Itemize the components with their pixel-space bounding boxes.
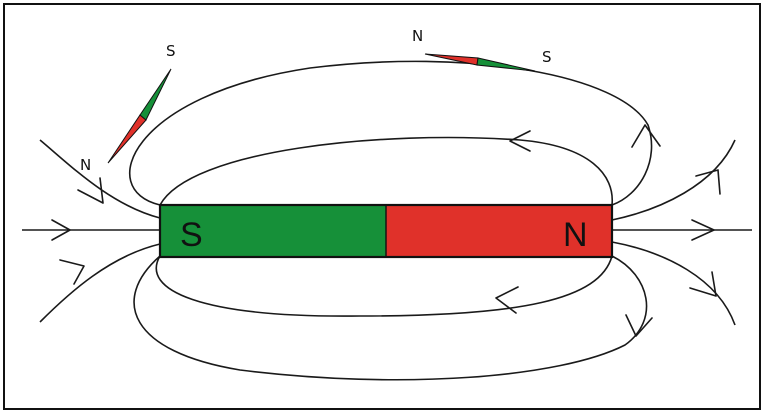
arrow-axis-right bbox=[691, 219, 715, 241]
field-arrows bbox=[51, 124, 721, 337]
arrow-left-upper bbox=[77, 177, 104, 204]
compass-needle-top: N S bbox=[412, 27, 552, 72]
magnet-north-label: N bbox=[563, 216, 588, 254]
arrow-right-upper bbox=[695, 169, 721, 195]
field-line-inner-top bbox=[159, 136, 613, 206]
magnet-south-label: S bbox=[180, 216, 203, 254]
field-line-left-lower bbox=[39, 243, 161, 323]
compass-left-green-half bbox=[139, 68, 172, 121]
arrow-outer-top-right bbox=[631, 124, 661, 148]
field-line-outer-top bbox=[128, 60, 653, 206]
field-line-left-upper bbox=[39, 139, 161, 219]
magnet-north-half bbox=[386, 205, 612, 257]
field-line-inner-bottom bbox=[155, 255, 613, 317]
arrow-axis-left bbox=[51, 219, 71, 241]
arrow-inner-top bbox=[509, 130, 531, 152]
field-line-outer-bottom bbox=[133, 255, 648, 381]
arrow-inner-bottom bbox=[495, 286, 519, 314]
field-line-right-lower bbox=[611, 241, 736, 326]
compass-top-green-half bbox=[476, 57, 536, 72]
magnet-south-half bbox=[160, 205, 386, 257]
compass-needle-left: N S bbox=[80, 42, 176, 174]
arrow-right-lower bbox=[689, 271, 717, 297]
arrow-left-lower bbox=[59, 259, 85, 285]
bar-magnet: S N bbox=[158, 203, 614, 259]
compass-top-north-label: N bbox=[412, 27, 423, 45]
arrow-outer-bottom-right bbox=[625, 314, 653, 337]
compass-top-south-label: S bbox=[542, 48, 552, 66]
field-line-right-upper bbox=[611, 139, 736, 221]
compass-left-north-label: N bbox=[80, 156, 91, 174]
compass-left-south-label: S bbox=[166, 42, 176, 60]
field-lines bbox=[22, 60, 752, 381]
